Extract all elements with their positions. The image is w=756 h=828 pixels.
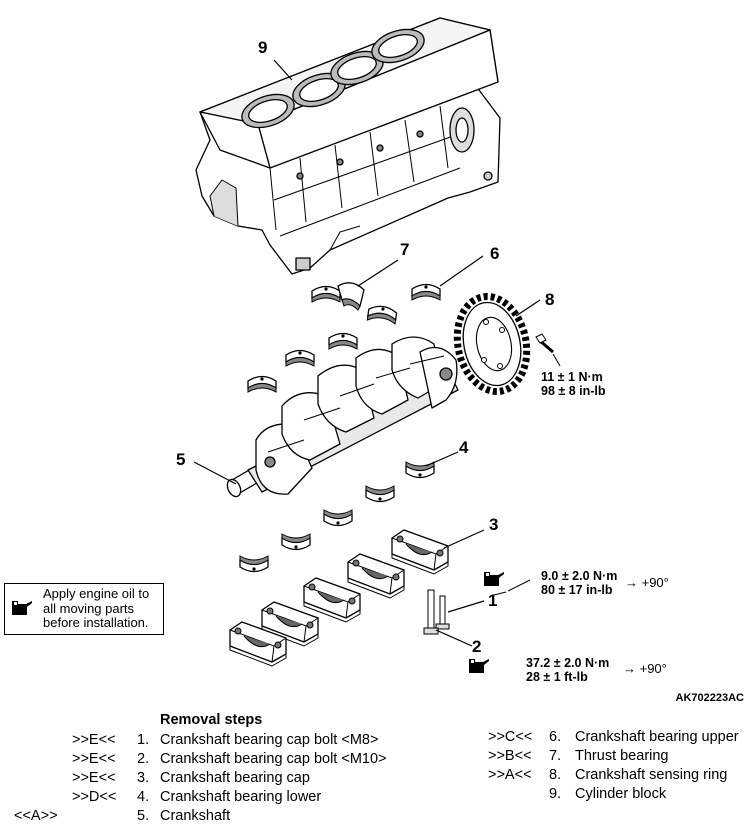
removal-step: >>E<< 2. Crankshaft bearing cap bolt <M10>: [0, 750, 756, 769]
step-label: Crankshaft bearing cap bolt <M10>: [160, 751, 387, 767]
step-procedure-code: >>A<<: [488, 767, 532, 783]
torque-angle-bolt-m8: → +90°: [625, 575, 669, 590]
callout-7: 7: [400, 240, 410, 259]
removal-step: >>E<< 3. Crankshaft bearing cap: [0, 769, 756, 788]
step-number: 9.: [549, 786, 562, 802]
step-number: 4.: [137, 789, 150, 805]
oil-note-box: Apply engine oil to all moving parts bef…: [4, 583, 164, 635]
step-label: Crankshaft sensing ring: [575, 767, 728, 783]
removal-step: >>A<< 8. Crankshaft sensing ring: [0, 766, 756, 785]
sensing-ring-bolt: [535, 333, 561, 367]
step-procedure-code: >>B<<: [488, 748, 532, 764]
callout-1: 1: [488, 591, 498, 610]
step-label: Crankshaft: [160, 808, 231, 824]
callout-5: 5: [176, 450, 186, 469]
removal-steps-title: Removal steps: [160, 712, 263, 728]
step-label: Crankshaft bearing upper: [575, 729, 739, 745]
step-procedure-code: >>E<<: [72, 732, 116, 748]
step-number: 1.: [137, 732, 150, 748]
step-label: Crankshaft bearing cap: [160, 770, 310, 786]
step-procedure-code: >>D<<: [72, 789, 117, 805]
torque-spec-bolt-m10: 37.2 ± 2.0 N·m 28 ± 1 ft-lb: [526, 656, 610, 684]
step-number: 8.: [549, 767, 562, 783]
step-number: 2.: [137, 751, 150, 767]
callout-9: 9: [258, 38, 268, 57]
callout-4: 4: [459, 438, 469, 457]
step-number: 6.: [549, 729, 562, 745]
thrust-bearing: [337, 282, 365, 311]
step-procedure-code: >>E<<: [72, 751, 116, 767]
crankshaft-bearing-cap-bolt-m10: [423, 589, 439, 635]
oil-can-icon: [12, 601, 32, 615]
step-procedure-code: <<A>>: [14, 808, 58, 824]
removal-step: 9. Cylinder block: [0, 785, 756, 804]
step-label: Crankshaft bearing lower: [160, 789, 322, 805]
crankshaft-sensing-ring: [453, 293, 531, 395]
torque-spec-sensing-ring: 11 ± 1 N·m 98 ± 8 in-lb: [541, 370, 606, 398]
callout-8: 8: [545, 290, 555, 309]
callout-2: 2: [472, 637, 482, 656]
removal-step: >>E<< 1. Crankshaft bearing cap bolt <M8>: [0, 731, 756, 750]
step-number: 3.: [137, 770, 150, 786]
oil-can-icon: [484, 572, 504, 586]
step-number: 5.: [137, 808, 150, 824]
step-label: Cylinder block: [575, 786, 667, 802]
removal-step: <<A>> 5. Crankshaft: [0, 807, 756, 826]
figure-id: AK702223AC: [675, 692, 744, 704]
crankshaft-bearing-cap: [229, 529, 449, 667]
removal-step: >>C<< 6. Crankshaft bearing upper: [0, 728, 756, 747]
torque-spec-bolt-m8: 9.0 ± 2.0 N·m 80 ± 17 in-lb: [541, 569, 618, 597]
callout-3: 3: [489, 515, 499, 534]
step-label: Thrust bearing: [575, 748, 669, 764]
removal-step: >>B<< 7. Thrust bearing: [0, 747, 756, 766]
torque-angle-bolt-m10: → +90°: [623, 661, 667, 676]
oil-note-text: Apply engine oil to all moving parts bef…: [43, 586, 150, 630]
step-label: Crankshaft bearing cap bolt <M8>: [160, 732, 379, 748]
cylinder-block: [195, 17, 501, 275]
crankshaft: [226, 336, 459, 498]
oil-can-icon: [469, 659, 489, 673]
step-number: 7.: [549, 748, 562, 764]
callout-6: 6: [490, 244, 500, 263]
removal-step: >>D<< 4. Crankshaft bearing lower: [0, 788, 756, 807]
crankshaft-bearing-cap-bolt-m8: [435, 595, 450, 630]
step-procedure-code: >>E<<: [72, 770, 116, 786]
exploded-view-diagram: [193, 17, 561, 667]
step-procedure-code: >>C<<: [488, 729, 533, 745]
